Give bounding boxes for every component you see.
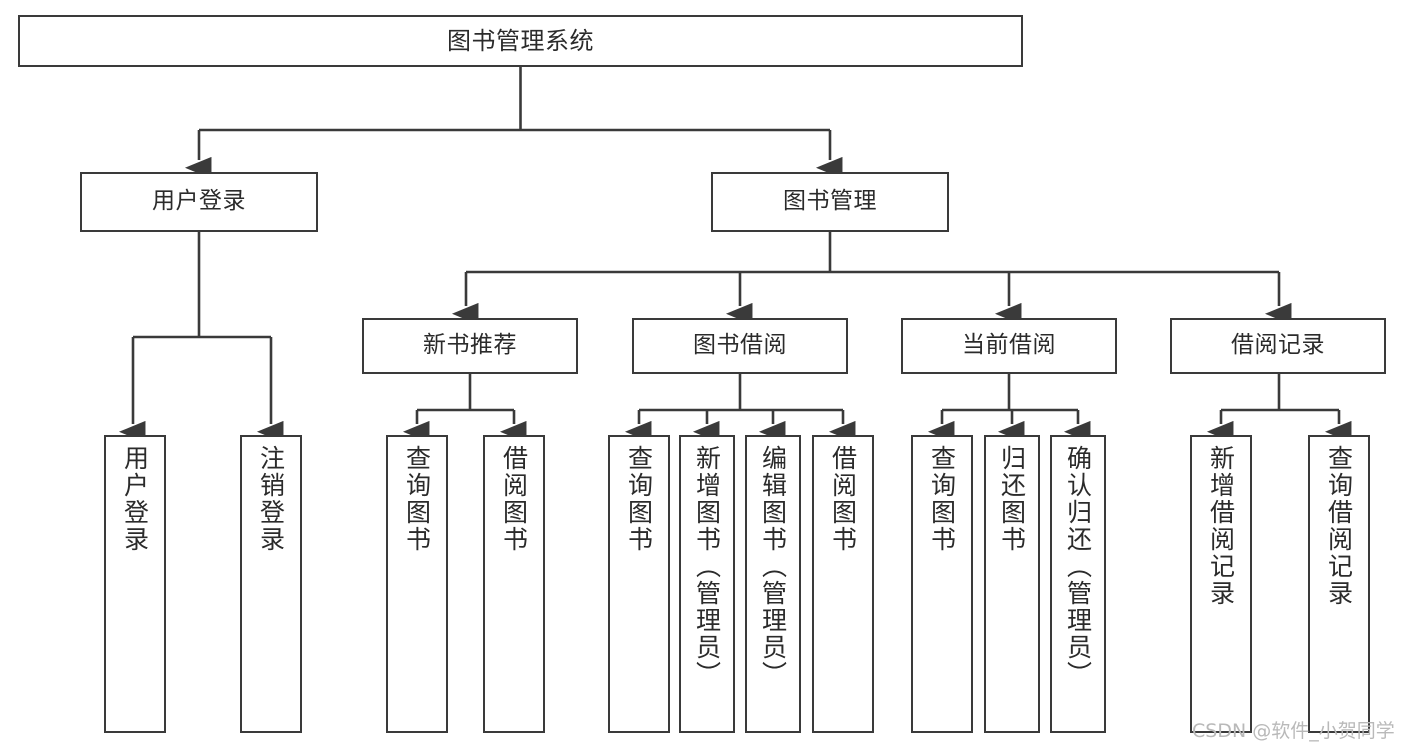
node-leaf-return-book[interactable]: 归还图书 bbox=[984, 435, 1040, 733]
node-current-borrow[interactable]: 当前借阅 bbox=[901, 318, 1117, 374]
node-new-book-rec[interactable]: 新书推荐 bbox=[362, 318, 578, 374]
node-leaf-query-record[interactable]: 查询借阅记录 bbox=[1308, 435, 1370, 733]
node-book-manage[interactable]: 图书管理 bbox=[711, 172, 949, 232]
node-leaf-add-record-label: 新增借阅记录 bbox=[1206, 445, 1236, 607]
node-book-manage-label: 图书管理 bbox=[783, 188, 877, 215]
node-new-book-rec-label: 新书推荐 bbox=[423, 332, 517, 359]
node-leaf-add-record[interactable]: 新增借阅记录 bbox=[1190, 435, 1252, 733]
node-leaf-user-login[interactable]: 用户登录 bbox=[104, 435, 166, 733]
node-root[interactable]: 图书管理系统 bbox=[18, 15, 1023, 67]
node-current-borrow-label: 当前借阅 bbox=[962, 332, 1056, 359]
csdn-watermark: CSDN @软件_小贺同学 bbox=[1192, 720, 1395, 742]
node-leaf-add-book[interactable]: 新增图书（管理员） bbox=[679, 435, 735, 733]
node-root-label: 图书管理系统 bbox=[447, 26, 594, 55]
node-leaf-user-login-label: 用户登录 bbox=[120, 445, 150, 553]
node-user-login-label: 用户登录 bbox=[152, 188, 246, 215]
node-book-borrow[interactable]: 图书借阅 bbox=[632, 318, 848, 374]
node-leaf-edit-book-label: 编辑图书（管理员） bbox=[758, 445, 788, 688]
node-leaf-edit-book[interactable]: 编辑图书（管理员） bbox=[745, 435, 801, 733]
node-leaf-borrow-book-rec[interactable]: 借阅图书 bbox=[483, 435, 545, 733]
node-user-login[interactable]: 用户登录 bbox=[80, 172, 318, 232]
node-leaf-query-book-label: 查询图书 bbox=[624, 445, 654, 553]
node-book-borrow-label: 图书借阅 bbox=[693, 332, 787, 359]
node-leaf-query-book[interactable]: 查询图书 bbox=[608, 435, 670, 733]
node-leaf-query-book-cur[interactable]: 查询图书 bbox=[911, 435, 973, 733]
node-leaf-query-record-label: 查询借阅记录 bbox=[1324, 445, 1354, 607]
node-leaf-borrow-book-label: 借阅图书 bbox=[828, 445, 858, 553]
node-leaf-query-book-rec-label: 查询图书 bbox=[402, 445, 432, 553]
node-leaf-confirm-return-label: 确认归还（管理员） bbox=[1063, 445, 1093, 688]
node-borrow-record[interactable]: 借阅记录 bbox=[1170, 318, 1386, 374]
node-borrow-record-label: 借阅记录 bbox=[1231, 332, 1325, 359]
node-leaf-borrow-book-rec-label: 借阅图书 bbox=[499, 445, 529, 553]
node-leaf-query-book-rec[interactable]: 查询图书 bbox=[386, 435, 448, 733]
node-leaf-borrow-book[interactable]: 借阅图书 bbox=[812, 435, 874, 733]
node-leaf-confirm-return[interactable]: 确认归还（管理员） bbox=[1050, 435, 1106, 733]
node-leaf-return-book-label: 归还图书 bbox=[997, 445, 1027, 553]
node-leaf-logout-label: 注销登录 bbox=[256, 445, 286, 553]
node-leaf-logout[interactable]: 注销登录 bbox=[240, 435, 302, 733]
node-leaf-query-book-cur-label: 查询图书 bbox=[927, 445, 957, 553]
node-leaf-add-book-label: 新增图书（管理员） bbox=[692, 445, 722, 688]
